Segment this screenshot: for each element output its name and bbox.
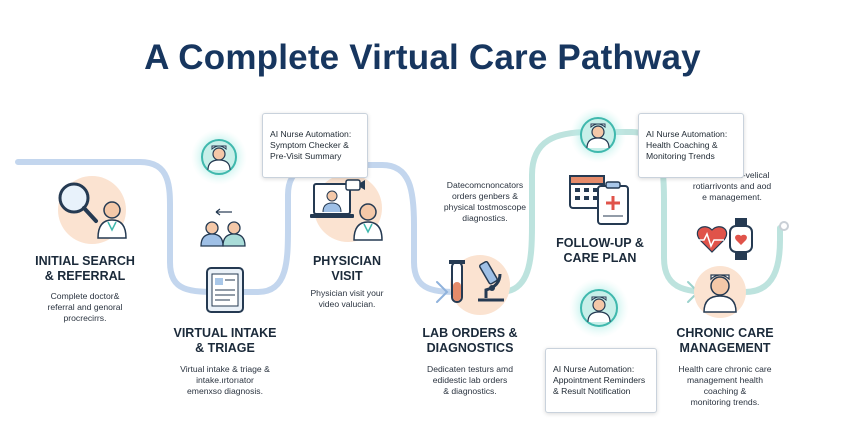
- step-2-description: Virtual intake & triage & intake.ırtorıa…: [180, 364, 270, 396]
- callout-1-text: Symptom Checker & Pre-Visit Summary: [270, 140, 349, 161]
- microscope-testtube-icon: [449, 255, 510, 315]
- step-3-description: Physician visit your video valucian.: [310, 288, 384, 309]
- step-1-heading: INITIAL SEARCH & REFERRAL: [35, 254, 135, 283]
- callout-3-text: Appointment Reminders & Result Notificat…: [553, 375, 646, 396]
- step-4-description: Dedicaten testurs amd edidestic lab orde…: [427, 364, 513, 396]
- nurse-chronic-icon: [694, 266, 746, 318]
- callout-2-text: Health Coaching & Monitoring Trends: [646, 140, 718, 161]
- step-6-heading: CHRONIC CARE MANAGEMENT: [676, 326, 774, 355]
- callout-3-title: AI Nurse Automation:: [553, 364, 635, 374]
- pathway-end-dot: [779, 221, 789, 231]
- step-5-heading: FOLLOW-UP & CARE PLAN: [556, 236, 644, 265]
- step-1-description: Complete doctor& referral and genoral pr…: [47, 291, 123, 323]
- chevron-arrow-1: [436, 281, 449, 303]
- step-3-heading: PHYSICIAN VISIT: [312, 254, 382, 283]
- callout-1-title: AI Nurse Automation:: [270, 129, 352, 139]
- ai-nurse-callout-1: AI Nurse Automation:Symptom Checker & Pr…: [262, 113, 368, 178]
- patients-icon: [200, 208, 246, 247]
- video-call-doctor-icon: [310, 174, 383, 242]
- tablet-form-icon: [206, 267, 244, 313]
- ai-nurse-avatar-1: [191, 129, 247, 185]
- pathway-segment-1: [15, 159, 465, 295]
- heart-watch-icon: [696, 218, 753, 260]
- ai-nurse-callout-2: AI Nurse Automation:Health Coaching & Mo…: [638, 113, 744, 178]
- step-4-heading: LAB ORDERS & DIAGNOSTICS: [422, 326, 518, 355]
- step-2-heading: VIRTUAL INTAKE & TRIAGE: [173, 326, 277, 355]
- ai-nurse-avatar-2: [570, 107, 626, 163]
- ai-nurse-avatar-3: [569, 278, 629, 338]
- callout-2-title: AI Nurse Automation:: [646, 129, 728, 139]
- lab-note: Datecomcnoncators orders genbers & physi…: [443, 180, 527, 223]
- page-title: A Complete Virtual Care Pathway: [144, 38, 701, 77]
- calendar-clipboard-icon: [569, 175, 629, 225]
- ai-nurse-callout-3: AI Nurse Automation:Appointment Reminder…: [545, 348, 657, 413]
- magnifier-doctor-icon: [58, 176, 127, 244]
- step-6-description: Health care chronic care management heal…: [678, 364, 772, 407]
